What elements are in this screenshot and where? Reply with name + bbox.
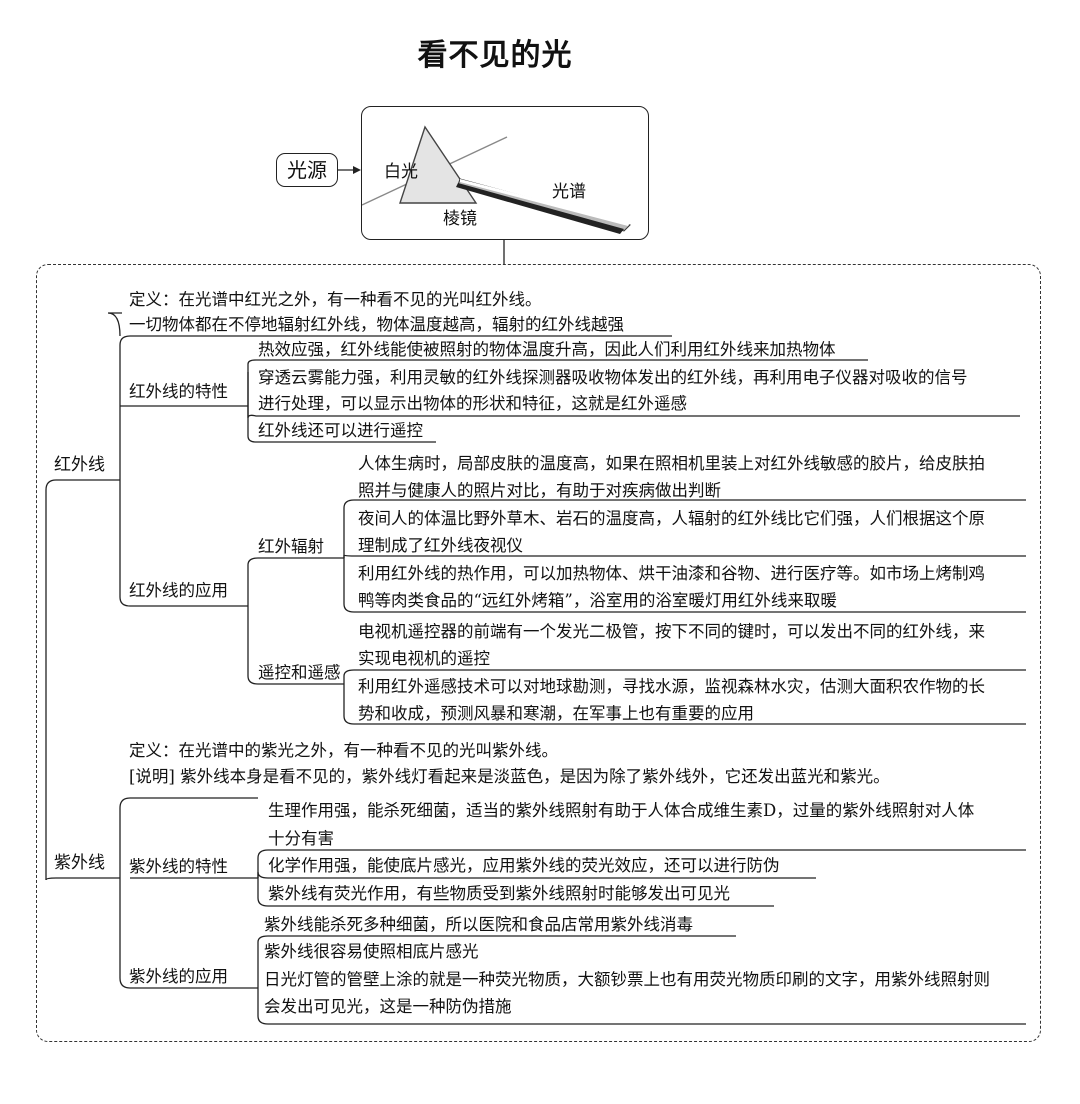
uv-property-item: 紫外线有荧光作用，有些物质受到紫外线照射时能够发出可见光 [268,883,730,905]
uv-application-item: 紫外线很容易使照相底片感光 [264,941,479,963]
remote-item: 实现电视机的遥控 [358,648,490,670]
uv-property-item: 生理作用强，能杀死细菌，适当的紫外线照射有助于人体合成维生素D，过量的紫外线照射… [268,800,974,822]
infrared-label: 红外线 [54,454,105,476]
ultraviolet-applications-label: 紫外线的应用 [129,966,228,988]
infrared-property-item: 穿透云雾能力强，利用灵敏的红外线探测器吸收物体发出的红外线，再利用电子仪器对吸收… [258,367,968,389]
radiation-item: 理制成了红外线夜视仪 [358,535,523,557]
uv-property-item: 化学作用强，能使底片感光，应用紫外线的荧光效应，还可以进行防伪 [268,855,780,877]
radiation-item: 鸭等肉类食品的“远红外烤箱”，浴室用的浴室暖灯用红外线来取暖 [358,590,837,612]
remote-item: 利用红外遥感技术可以对地球勘测，寻找水源，监视森林水灾，估测大面积农作物的长 [358,676,985,698]
spectrum-beam-dark [456,183,624,234]
radiation-item: 人体生病时，局部皮肤的温度高，如果在照相机里装上对红外线敏感的胶片，给皮肤拍 [358,453,985,475]
infrared-applications-label: 红外线的应用 [129,580,228,602]
page-title: 看不见的光 [0,30,990,74]
white-light-label: 白光 [384,157,418,182]
remote-item: 势和收成，预测风暴和寒潮，在军事上也有重要的应用 [358,703,754,725]
infrared-property-item: 红外线还可以进行遥控 [258,420,423,442]
radiation-item: 夜间人的体温比野外草木、岩石的温度高，人辐射的红外线比它们强，人们根据这个原 [358,508,985,530]
ultraviolet-note: [说明] 紫外线本身是看不见的，紫外线灯看起来是淡蓝色，是因为除了紫外线外，它还… [129,766,890,788]
prism-illustration: 白光 棱镜 光谱 [361,106,649,240]
spectrum-label: 光谱 [552,177,586,202]
infrared-property-item: 进行处理，可以显示出物体的形状和特征，这就是红外遥感 [258,393,687,415]
prism-label: 棱镜 [443,204,477,229]
infrared-definition: 定义：在光谱中红光之外，有一种看不见的光叫红外线。 [129,289,542,311]
light-source-box: 光源 [276,153,338,187]
spectrum-beam-light [460,179,630,226]
infrared-property-item: 热效应强，红外线能使被照射的物体温度升高，因此人们利用红外线来加热物体 [258,339,836,361]
ultraviolet-label: 紫外线 [54,852,105,874]
uv-application-item: 会发出可见光，这是一种防伪措施 [264,996,512,1018]
infrared-radiation-note: 一切物体都在不停地辐射红外线，物体温度越高，辐射的红外线越强 [129,314,624,336]
uv-application-item: 紫外线能杀死多种细菌，所以医院和食品店常用紫外线消毒 [264,914,693,936]
infrared-radiation-label: 红外辐射 [258,536,324,558]
ultraviolet-definition: 定义：在光谱中的紫光之外，有一种看不见的光叫紫外线。 [129,740,558,762]
uv-property-item: 十分有害 [268,828,334,850]
ultraviolet-properties-label: 紫外线的特性 [129,856,228,878]
radiation-item: 利用红外线的热作用，可以加热物体、烘干油漆和谷物、进行医疗等。如市场上烤制鸡 [358,563,985,585]
uv-application-item: 日光灯管的管壁上涂的就是一种荧光物质，大额钞票上也有用荧光物质印刷的文字，用紫外… [264,969,990,991]
infrared-properties-label: 红外线的特性 [129,381,228,403]
radiation-item: 照并与健康人的照片对比，有助于对疾病做出判断 [358,480,721,502]
remote-item: 电视机遥控器的前端有一个发光二极管，按下不同的键时，可以发出不同的红外线，来 [358,621,985,643]
remote-sensing-label: 遥控和遥感 [258,662,341,684]
